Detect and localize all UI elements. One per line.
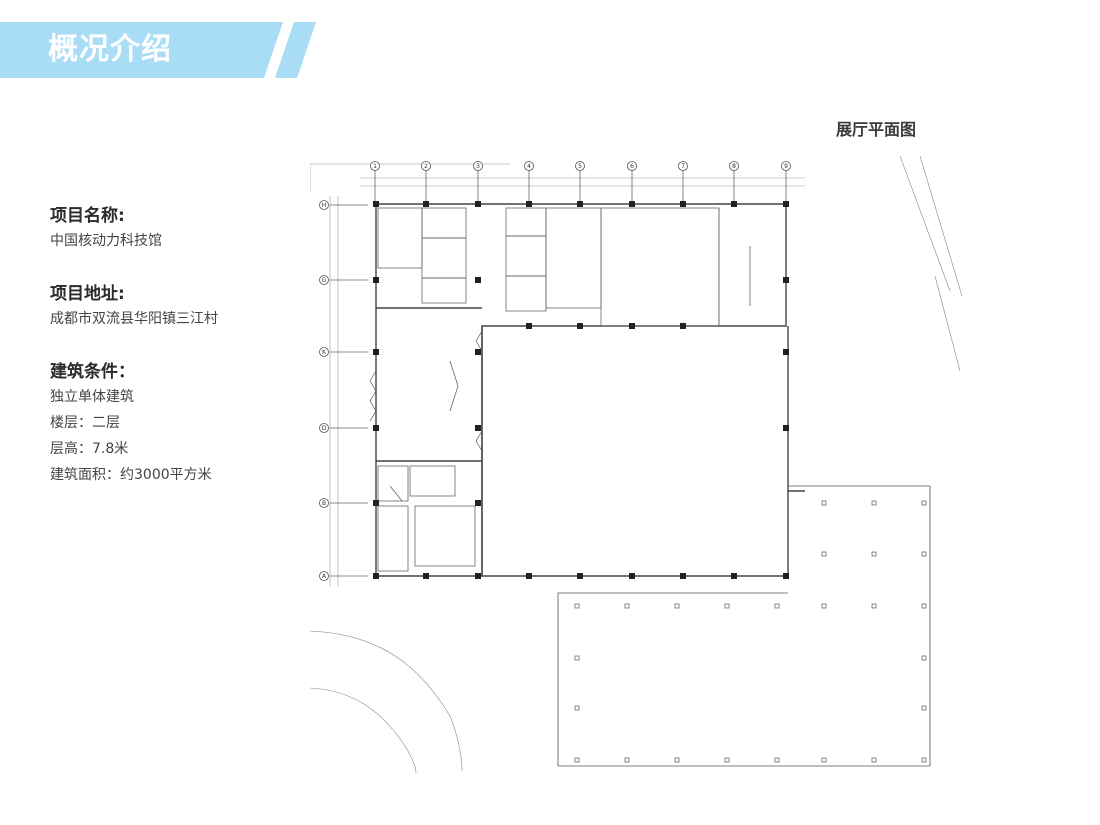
- condition-item: 独立单体建筑: [50, 389, 134, 405]
- column-axis-labels: 1 2 3 4 5 6 7 8 9: [373, 163, 788, 170]
- floor-plan-caption: 展厅平面图: [836, 120, 917, 139]
- axis-label-a: A: [322, 573, 327, 580]
- dimension-lines: [310, 163, 805, 586]
- axis-label-9: 9: [784, 163, 788, 170]
- header-banner: [0, 22, 316, 78]
- structural-columns: [373, 201, 789, 579]
- building-conditions-section: 建筑条件： 独立单体建筑 楼层：二层 层高：7.8米 建筑面积：约3000平方米: [50, 360, 300, 488]
- project-address-value: 成都市双流县华阳镇三江村: [50, 311, 218, 327]
- project-address-section: 项目地址: 成都市双流县华阳镇三江村: [50, 282, 300, 332]
- axis-label-d: D: [322, 425, 327, 432]
- project-name-label: 项目名称:: [50, 206, 125, 226]
- page-title: 概况介绍: [48, 32, 172, 67]
- axis-label-7: 7: [681, 163, 685, 170]
- condition-item: 建筑面积：约3000平方米: [50, 467, 212, 483]
- axis-label-5: 5: [578, 163, 582, 170]
- site-lines: [310, 156, 963, 774]
- axis-label-1: 1: [373, 163, 377, 170]
- project-address-label: 项目地址:: [50, 284, 125, 304]
- axis-label-b: B: [322, 500, 326, 507]
- project-name-section: 项目名称: 中国核动力科技馆: [50, 204, 300, 254]
- interior-rooms: [377, 207, 751, 572]
- axis-label-k: K: [322, 349, 327, 356]
- floor-plan-drawing: 1 2 3 4 5 6 7 8 9 H G K D B A: [310, 156, 963, 774]
- axis-label-h: H: [322, 202, 327, 209]
- facade-zigzag: [369, 330, 483, 452]
- condition-item: 楼层：二层: [50, 415, 120, 431]
- row-axis-labels: H G K D B A: [322, 202, 327, 580]
- project-info-panel: 项目名称: 中国核动力科技馆 项目地址: 成都市双流县华阳镇三江村 建筑条件： …: [50, 204, 300, 516]
- row-axis-markers: [319, 200, 329, 581]
- axis-grid-lines: [330, 170, 787, 577]
- building-conditions-label: 建筑条件：: [50, 362, 135, 382]
- building-outline: [375, 203, 805, 577]
- project-name-value: 中国核动力科技馆: [50, 233, 162, 249]
- axis-label-3: 3: [476, 163, 480, 170]
- axis-label-2: 2: [424, 163, 428, 170]
- axis-label-6: 6: [630, 163, 634, 170]
- axis-label-g: G: [322, 277, 327, 284]
- axis-label-4: 4: [527, 163, 531, 170]
- outdoor-terrace: [557, 485, 931, 767]
- terrace-columns: [574, 500, 927, 763]
- axis-label-8: 8: [732, 163, 736, 170]
- column-axis-markers: [370, 161, 791, 171]
- condition-item: 层高：7.8米: [50, 441, 129, 457]
